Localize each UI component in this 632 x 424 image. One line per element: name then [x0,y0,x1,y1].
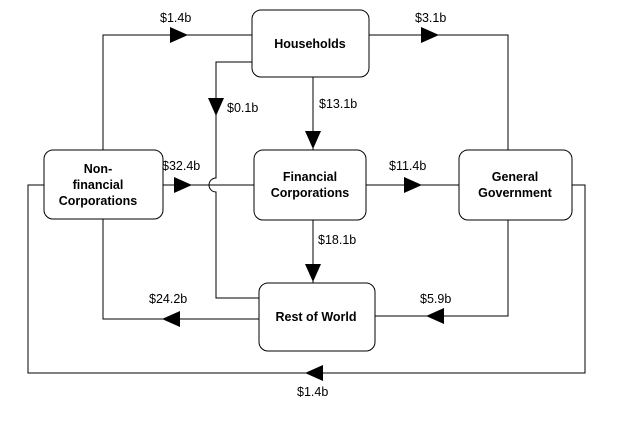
node-rest-of-world: Rest of World [258,282,376,352]
node-financial-label-line-2: Corporations [271,186,350,200]
node-non-financial-corporations-box [43,149,164,220]
flow-label-financial-to-row: $18.1b [318,233,356,247]
flow-line-households-to-row [208,61,259,299]
flow-label-row-to-nfc: $24.2b [149,292,187,306]
flow-line-government-to-row [375,220,509,317]
flow-label-nfc-to-households: $1.4b [160,11,191,25]
arrowhead-financial-to-row [305,264,321,282]
arrowhead-households-to-government [421,27,439,43]
flow-label-households-to-row: $0.1b [227,101,258,115]
flow-label-households-to-government: $3.1b [415,11,446,25]
node-financial-corporations: Financial Corporations [253,149,367,221]
node-households-box [251,9,370,78]
flow-line-row-to-nfc [102,219,259,320]
node-rest-of-world-label: Rest of World [275,310,356,324]
flow-label-households-to-financial: $13.1b [319,97,357,111]
node-non-financial-label-line-3: Corporations [59,194,138,208]
arrowhead-households-to-row [208,98,224,116]
node-financial-label-line-1: Financial [283,170,337,184]
node-households-label: Households [274,37,346,51]
flow-label-financial-to-government: $11.4b [389,159,426,173]
arrowhead-row-to-nfc [162,311,180,327]
node-non-financial-label-line-1: Non- [84,162,112,176]
node-general-government-label-line-1: General [492,170,539,184]
arrowhead-government-to-nfc [305,365,323,381]
node-households: Households [251,9,370,78]
node-general-government: General Government [458,149,573,221]
flow-label-nfc-to-financial: $32.4b [162,159,200,173]
flow-line-households-to-government [369,34,509,150]
arrowhead-households-to-financial [305,131,321,149]
arrowhead-government-to-row [426,308,444,324]
node-non-financial-corporations: Non- financial Corporations [43,149,164,220]
flow-label-government-to-row: $5.9b [420,292,451,306]
node-financial-corporations-box [253,149,367,221]
node-general-government-box [458,149,573,221]
node-non-financial-label-line-2: financial [73,178,124,192]
flow-label-government-to-nfc: $1.4b [297,385,328,399]
arrowhead-nfc-to-financial [174,177,192,193]
node-general-government-label-line-2: Government [478,186,552,200]
node-rest-of-world-box [258,282,376,352]
arrowhead-financial-to-government [404,177,422,193]
flow-line-nfc-to-households [102,34,252,150]
arrowhead-nfc-to-households [170,27,188,43]
